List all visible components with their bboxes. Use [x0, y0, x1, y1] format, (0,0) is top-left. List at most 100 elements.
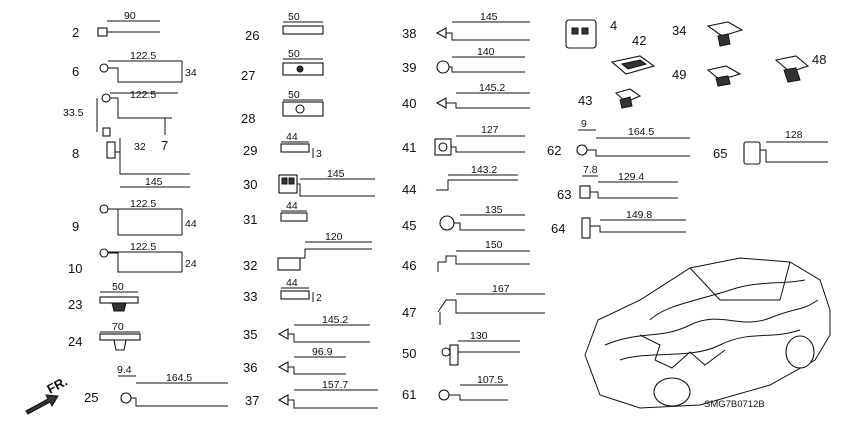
- part-30-dim-1: 145: [327, 168, 345, 180]
- car-harness-engine: [639, 334, 726, 369]
- part-49-clip-shape: [706, 65, 742, 81]
- part-65-band: [760, 149, 828, 163]
- part-32-dim-1: 120: [325, 231, 343, 243]
- part-64-band: [590, 225, 686, 233]
- part-30-clip-slot-1: [281, 177, 288, 185]
- part-49-number: 49: [672, 67, 686, 82]
- part-48-number: 48: [812, 52, 826, 67]
- part-31-dim-1: 44: [286, 200, 298, 212]
- part-39-clip-shape: [436, 60, 450, 74]
- part-63-clip-shape: [579, 185, 591, 199]
- part-34: 34: [672, 21, 744, 47]
- part-42-clip-detail: [620, 59, 648, 70]
- part-2-number: 2: [72, 25, 79, 40]
- car-harness-upper: [649, 279, 806, 321]
- part-45-clip-shape: [439, 215, 455, 231]
- part-41: 41 127: [402, 124, 525, 156]
- part-41-number: 41: [402, 140, 416, 155]
- part-33: 33 44 2: [243, 277, 322, 304]
- part-24-clip-shape: [99, 333, 141, 341]
- part-7-dim-1: 122.5: [130, 89, 156, 101]
- part-9-clip-shape: [99, 204, 109, 214]
- car-harness-lower: [619, 329, 801, 361]
- part-35-number: 35: [243, 327, 257, 342]
- part-44-band: [436, 179, 518, 191]
- part-4: 4: [565, 18, 617, 49]
- part-24-dim-1: 70: [112, 321, 124, 333]
- part-29-dim-1: 44: [286, 131, 298, 143]
- part-24: 24 70: [68, 321, 141, 351]
- part-64-number: 64: [551, 221, 565, 236]
- part-42-number: 42: [632, 33, 646, 48]
- part-47-band: [437, 299, 545, 314]
- part-10-number: 10: [68, 261, 82, 276]
- part-45-dim-1: 135: [485, 204, 503, 216]
- part-64: 64 149.8: [551, 209, 686, 239]
- part-10-band: [108, 252, 182, 273]
- part-62-dim-1: 9: [581, 118, 587, 130]
- part-49-clip-foot: [715, 75, 731, 87]
- part-4-connector-pin-2: [581, 27, 589, 35]
- part-34-clip-foot: [717, 33, 731, 47]
- part-29: 29 44 3: [243, 131, 322, 160]
- part-25-band: [131, 397, 228, 407]
- part-46-dim-1: 150: [485, 239, 503, 251]
- part-32-band: [300, 248, 372, 259]
- part-23: 23 50: [68, 281, 139, 312]
- part-62-number: 62: [547, 143, 561, 158]
- part-35-band: [288, 333, 370, 343]
- car-body-outline: [584, 257, 831, 409]
- part-48-clip-shape: [774, 55, 810, 73]
- part-23-clip-foot: [111, 302, 127, 312]
- part-2: 2 90: [72, 10, 160, 40]
- part-50: 50 130: [402, 330, 520, 366]
- part-62: 62 9 164.5: [547, 118, 690, 158]
- part-63-dim-1: 7.8: [583, 164, 598, 176]
- part-30-clip-slot-2: [288, 177, 295, 185]
- part-9-dim-2: 44: [185, 218, 197, 230]
- part-8-band: [115, 151, 190, 175]
- part-61-clip-shape: [438, 389, 450, 401]
- part-7-clip-shape-2: [102, 127, 111, 137]
- part-33-clip-shape: [280, 290, 310, 300]
- front-direction-label: FR.: [44, 374, 70, 397]
- part-35-clip-shape: [277, 328, 289, 340]
- part-8: 8 32 145: [72, 138, 190, 188]
- part-30-band: [297, 183, 375, 197]
- part-10-clip-shape: [99, 248, 109, 258]
- part-2-clip-shape: [97, 27, 108, 37]
- part-33-dim-2: 2: [316, 292, 322, 304]
- part-35: 35 145.2: [243, 314, 370, 343]
- part-34-clip-shape: [706, 21, 744, 37]
- part-40-dim-1: 145.2: [479, 82, 505, 94]
- part-65-clip-shape: [743, 141, 761, 165]
- part-36-number: 36: [243, 360, 257, 375]
- part-64-clip-shape: [581, 217, 591, 239]
- part-62-dim-2: 164.5: [628, 126, 654, 138]
- part-23-dim-1: 50: [112, 281, 124, 293]
- part-43-clip-foot: [619, 96, 633, 109]
- part-25-dim-1: 9.4: [117, 364, 132, 376]
- part-40-number: 40: [402, 96, 416, 111]
- part-47-number: 47: [402, 305, 416, 320]
- part-44-number: 44: [402, 182, 416, 197]
- part-39: 39 140: [402, 46, 525, 75]
- part-6-clip-shape: [99, 63, 109, 73]
- part-4-connector-shape: [565, 19, 597, 49]
- part-26-dim-1: 50: [288, 11, 300, 23]
- part-36: 36 96.9: [243, 346, 346, 375]
- part-9-dim-1: 122.5: [130, 198, 156, 210]
- part-37-dim-1: 157.7: [322, 379, 348, 391]
- part-45: 45 135: [402, 204, 525, 233]
- part-48-clip-foot: [783, 67, 801, 83]
- part-44-dim-1: 143.2: [471, 164, 497, 176]
- part-64-dim-1: 149.8: [626, 209, 652, 221]
- part-25-dim-2: 164.5: [166, 372, 192, 384]
- part-40-band: [446, 102, 530, 109]
- part-63-band: [590, 191, 678, 199]
- part-10-dim-2: 24: [185, 258, 197, 270]
- part-9-number: 9: [72, 219, 79, 234]
- part-63-number: 63: [557, 187, 571, 202]
- part-62-clip-shape: [576, 144, 588, 156]
